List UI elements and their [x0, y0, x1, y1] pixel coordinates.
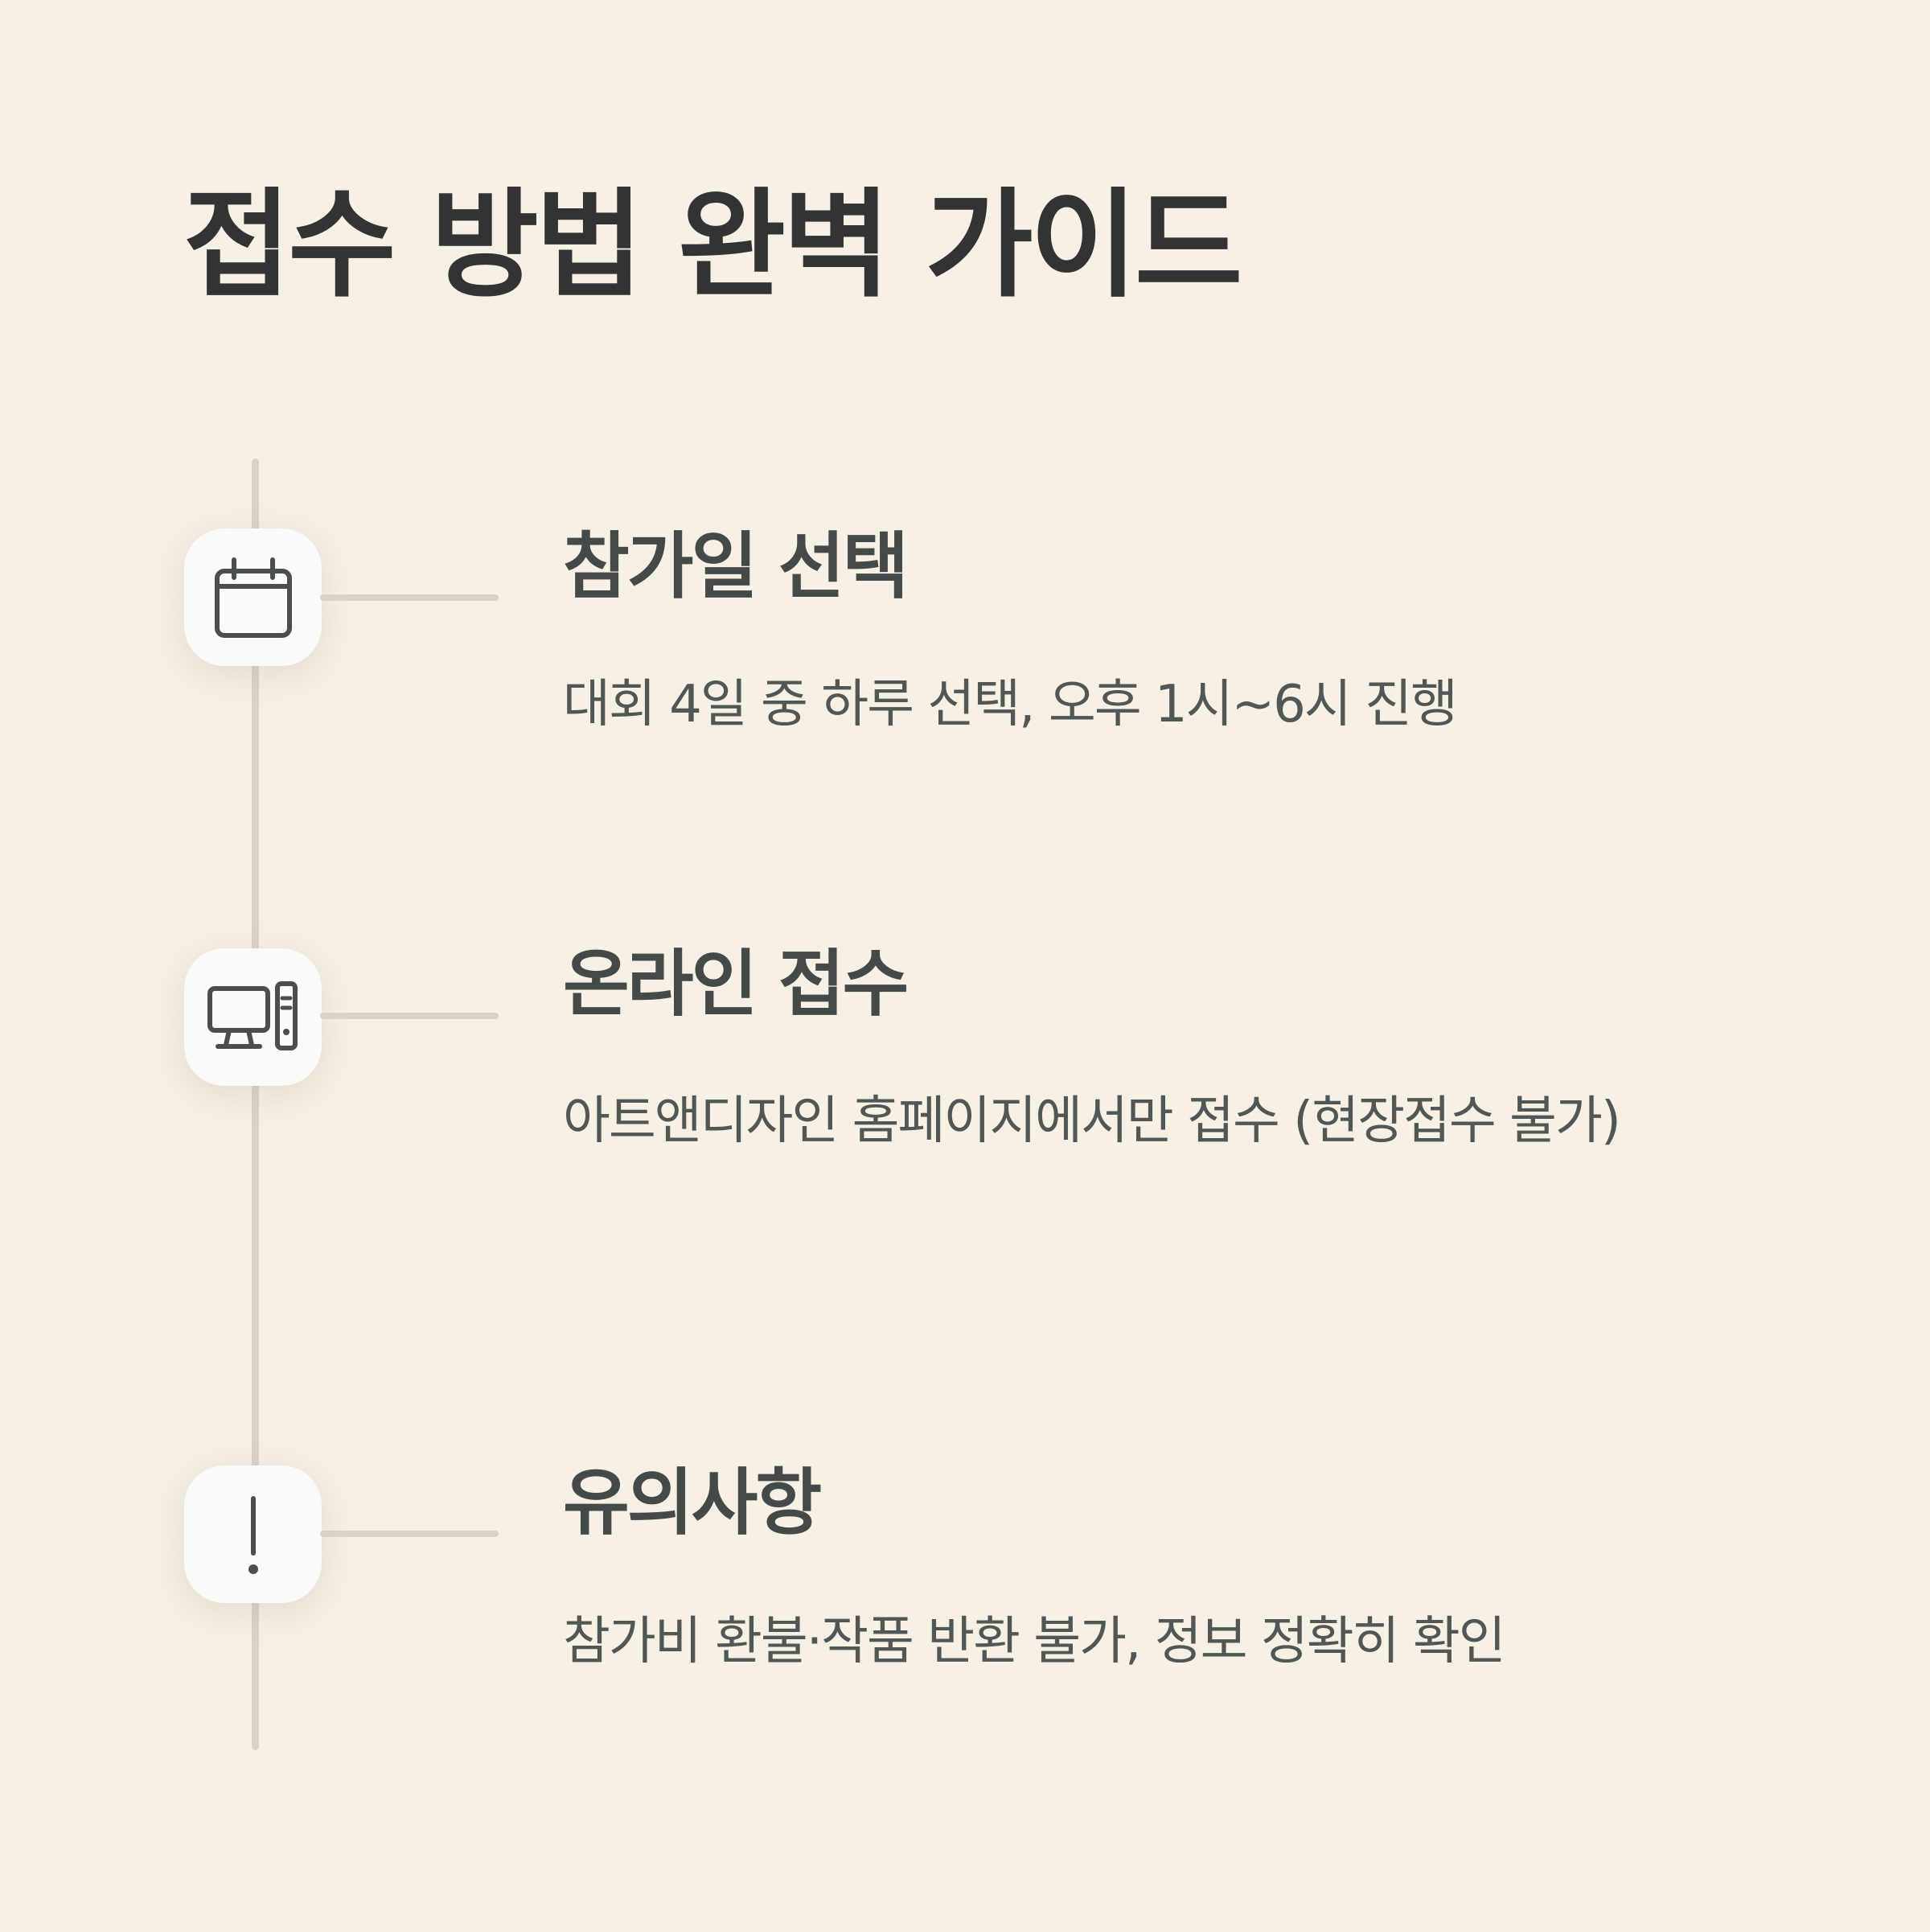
page-title: 접수 방법 완벽 가이드: [183, 177, 1242, 314]
exclamation-icon: [248, 1495, 258, 1574]
calendar-icon: [214, 557, 292, 638]
timeline-line: [252, 458, 259, 1750]
step-connector: [320, 594, 499, 601]
step-icon-box: [184, 1465, 322, 1603]
step-connector: [320, 1531, 499, 1537]
step-title: 참가일 선택: [563, 524, 909, 609]
step-icon-box: [184, 948, 322, 1086]
step-connector: [320, 1013, 499, 1019]
step-title: 온라인 접수: [563, 942, 909, 1026]
desktop-computer-icon: [207, 980, 298, 1050]
step-icon-box: [184, 528, 322, 666]
step-title: 유의사항: [563, 1461, 822, 1545]
step-description: 참가비 환불·작품 반환 불가, 정보 정확히 확인: [563, 1612, 1506, 1671]
step-description: 대회 4일 중 하루 선택, 오후 1시~6시 진행: [563, 675, 1458, 734]
step-description: 아트앤디자인 홈페이지에서만 접수 (현장접수 불가): [563, 1091, 1621, 1151]
